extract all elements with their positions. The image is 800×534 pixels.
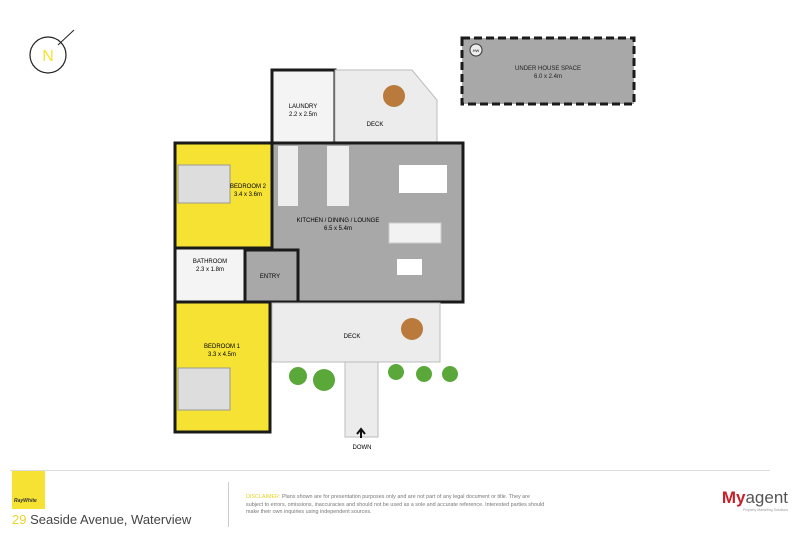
room-label: LAUNDRY xyxy=(289,104,318,110)
brand-agent: agent xyxy=(745,488,788,507)
arrow-down-icon xyxy=(356,427,366,438)
brand-my: My xyxy=(721,488,746,507)
bedroom-1 xyxy=(173,300,272,434)
coffee-table-icon xyxy=(397,259,422,275)
compass: N xyxy=(29,29,75,74)
room-label: BATHROOM xyxy=(193,259,227,265)
agency-logo: RayWhite xyxy=(12,471,45,509)
agency-name: RayWhite xyxy=(14,498,37,504)
hot-water-icon xyxy=(469,43,483,57)
north-label: N xyxy=(42,48,54,65)
disclaimer: DISCLAIMER: Plans shown are for presenta… xyxy=(246,494,546,517)
room-label: DECK xyxy=(367,122,384,128)
address-number: 29 xyxy=(12,512,27,527)
bench-icon xyxy=(278,146,298,206)
room-label: DECK xyxy=(344,334,361,340)
footer-divider xyxy=(10,470,770,471)
footer-vertical-divider xyxy=(228,482,229,527)
outdoor-table-icon xyxy=(383,85,405,107)
room-size: 2.2 x 2.5m xyxy=(289,112,317,118)
room-size: 2.3 x 1.8m xyxy=(196,267,224,273)
room-size: 3.3 x 4.5m xyxy=(208,352,236,358)
sofa-icon xyxy=(388,222,442,244)
outdoor-table-icon xyxy=(401,318,423,340)
under-house-space xyxy=(460,36,636,106)
stairs-label: DOWN xyxy=(353,445,372,451)
floor-plan: N HW UNDER HOUSE SPACE 6.0 x 2.4m LAUNDR… xyxy=(29,29,636,451)
address-text: Seaside Avenue, Waterview xyxy=(26,512,192,527)
room-label: BEDROOM 1 xyxy=(204,344,241,350)
dining-table-icon xyxy=(399,165,447,193)
room-label: ENTRY xyxy=(260,274,280,280)
room-label: BEDROOM 2 xyxy=(230,184,267,190)
room-label: UNDER HOUSE SPACE xyxy=(515,66,581,72)
disclaimer-text: Plans shown are for presentation purpose… xyxy=(246,494,545,515)
disclaimer-label: DISCLAIMER: xyxy=(246,494,281,500)
room-size: 6.0 x 2.4m xyxy=(534,74,562,80)
entry xyxy=(243,248,300,304)
bathroom xyxy=(173,246,247,304)
island-icon xyxy=(327,146,349,206)
brand-tagline: Property Marketing Solutions xyxy=(743,508,788,512)
address: 29 Seaside Avenue, Waterview xyxy=(12,512,191,527)
room-size: 6.5 x 5.4m xyxy=(324,226,352,232)
plants xyxy=(289,364,458,391)
deck-top xyxy=(334,69,438,144)
hws-label: HW xyxy=(473,48,480,53)
room-label: KITCHEN / DINING / LOUNGE xyxy=(297,218,380,224)
bed-icon xyxy=(177,367,231,411)
stairs xyxy=(344,361,379,438)
bed-icon xyxy=(177,164,231,204)
brand-logo: Myagent Property Marketing Solutions xyxy=(722,488,788,512)
room-size: 3.4 x 3.6m xyxy=(234,192,262,198)
